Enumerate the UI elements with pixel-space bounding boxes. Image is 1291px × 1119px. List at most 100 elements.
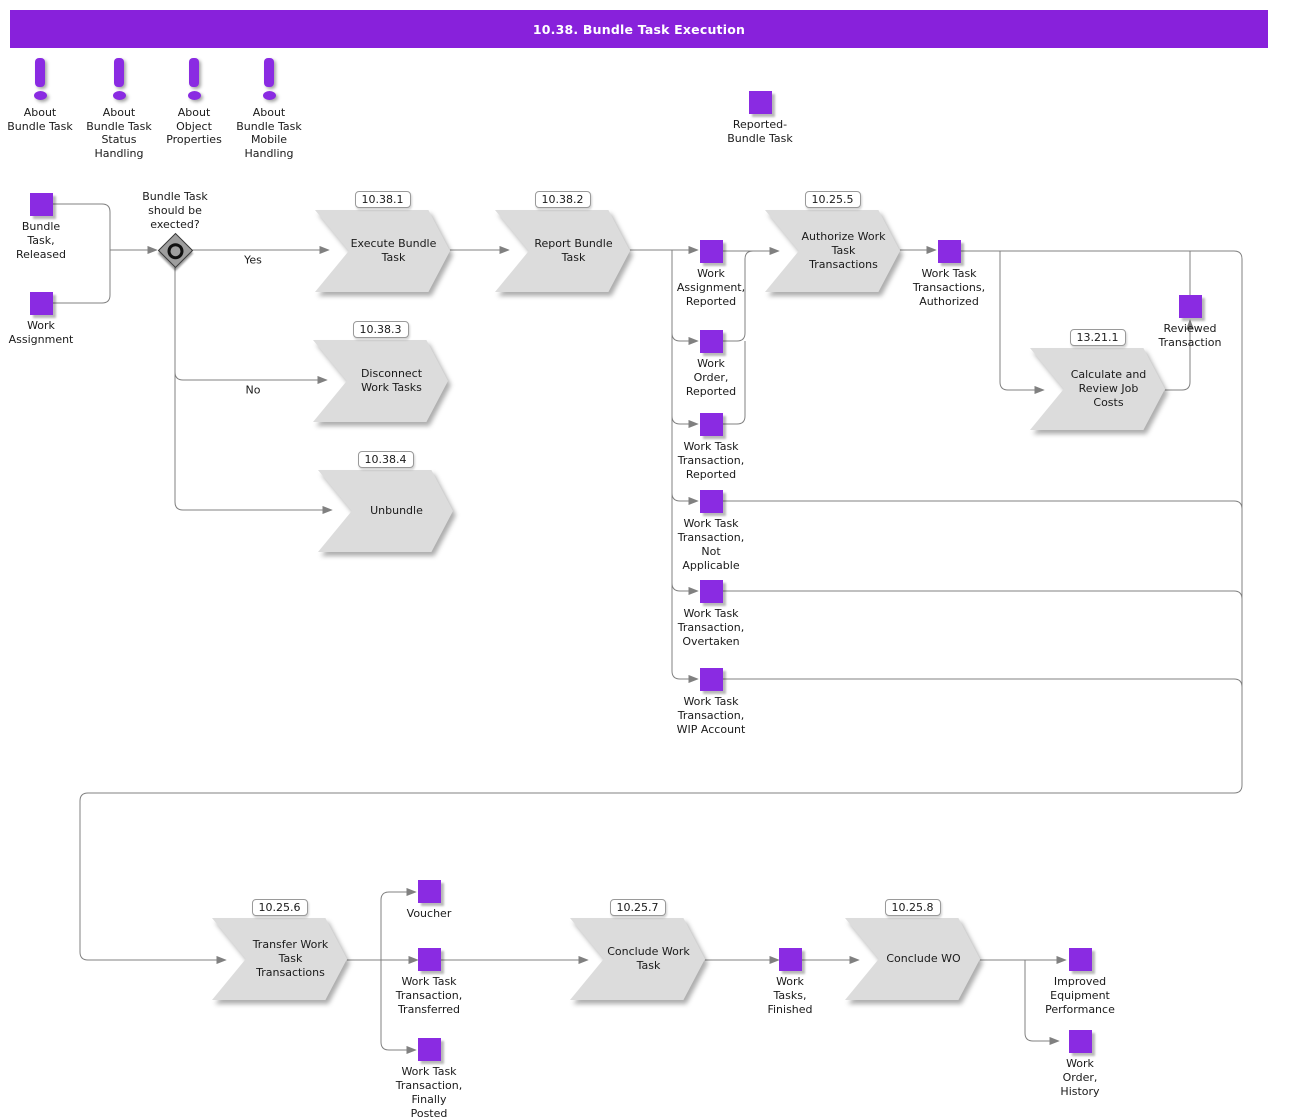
activity-ref-badge[interactable]: 10.25.5 <box>804 191 861 208</box>
event-square-icon <box>699 580 723 603</box>
event-improved-equipment-performance[interactable]: Improved Equipment Performance <box>1020 948 1140 1017</box>
exclamation-icon <box>262 58 276 100</box>
activity-authorize-work-task-transactions[interactable]: 10.25.5 Authorize Work Task Transactions <box>765 191 900 292</box>
about-link-label: About Bundle Task Status Handling <box>86 106 152 160</box>
activity-transfer-work-task-transactions[interactable]: 10.25.6 Transfer Work Task Transactions <box>212 899 347 1000</box>
chevron-shape-icon <box>318 470 453 552</box>
page-title: 10.38. Bundle Task Execution <box>532 21 746 37</box>
activity-conclude-wo[interactable]: 10.25.8 Conclude WO <box>845 899 980 1000</box>
event-work-assignment[interactable]: Work Assignment <box>0 292 101 347</box>
event-label: Work Tasks, Finished <box>767 975 813 1016</box>
activity-ref-badge[interactable]: 10.38.2 <box>534 191 591 208</box>
event-work-task-transaction-finally-posted[interactable]: Work Task Transaction, Finally Posted <box>369 1038 489 1119</box>
event-label: Reported- Bundle Task <box>727 118 793 145</box>
chevron-shape-icon <box>1030 348 1165 430</box>
about-link-bundle-task-status-handling[interactable]: About Bundle Task Status Handling <box>64 58 174 160</box>
decision-question-label: Bundle Task should be exected? <box>142 190 208 231</box>
activity-label: Conclude WO <box>886 952 961 965</box>
event-bundle-task-released[interactable]: Bundle Task, Released <box>0 193 101 262</box>
activity-label: Calculate and Review Job Costs <box>1070 368 1147 409</box>
activity-ref-badge[interactable]: 10.38.3 <box>352 321 409 338</box>
event-work-task-transaction-overtaken[interactable]: Work Task Transaction, Overtaken <box>651 580 771 649</box>
event-square-icon <box>937 240 961 263</box>
event-reported-bundle-task[interactable]: Reported- Bundle Task <box>700 91 820 146</box>
event-label: Work Task Transaction, Not Applicable <box>677 517 745 572</box>
chevron-shape-icon <box>315 210 450 292</box>
event-square-icon <box>417 880 441 903</box>
activity-conclude-work-task[interactable]: 10.25.7 Conclude Work Task <box>570 899 705 1000</box>
event-work-task-transaction-wip-account[interactable]: Work Task Transaction, WIP Account <box>651 668 771 737</box>
event-label: Work Task Transaction, Reported <box>677 440 745 481</box>
event-work-order-history[interactable]: Work Order, History <box>1020 1030 1140 1099</box>
event-work-task-transactions-authorized[interactable]: Work Task Transactions, Authorized <box>889 240 1009 309</box>
event-square-icon <box>1068 1030 1092 1053</box>
event-square-icon <box>29 292 53 315</box>
event-label: Work Task Transaction, Finally Posted <box>395 1065 463 1119</box>
activity-ref-badge[interactable]: 10.38.4 <box>357 451 414 468</box>
exclamation-icon <box>112 58 126 100</box>
event-work-assignment-reported[interactable]: Work Assignment, Reported <box>651 240 771 309</box>
event-label: Work Order, History <box>1060 1057 1100 1098</box>
branch-label-yes: Yes <box>244 253 262 267</box>
diagram-title-bar: 10.38. Bundle Task Execution <box>10 10 1268 48</box>
about-link-object-properties[interactable]: About Object Properties <box>139 58 249 147</box>
event-square-icon <box>699 490 723 513</box>
event-work-order-reported[interactable]: Work Order, Reported <box>651 330 771 399</box>
event-work-task-transaction-reported[interactable]: Work Task Transaction, Reported <box>651 413 771 482</box>
event-square-icon <box>699 330 723 353</box>
about-link-bundle-task[interactable]: About Bundle Task <box>0 58 95 133</box>
activity-ref-badge[interactable]: 10.25.7 <box>609 899 666 916</box>
chevron-shape-icon <box>570 918 705 1000</box>
activity-execute-bundle-task[interactable]: 10.38.1 Execute Bundle Task <box>315 191 450 292</box>
activity-label: Unbundle <box>370 504 423 517</box>
event-square-icon <box>778 948 802 971</box>
event-voucher[interactable]: Voucher <box>369 880 489 921</box>
event-label: Voucher <box>406 907 452 920</box>
about-link-bundle-task-mobile-handling[interactable]: About Bundle Task Mobile Handling <box>214 58 324 160</box>
event-square-icon <box>699 240 723 263</box>
event-square-icon <box>748 91 772 114</box>
branch-label-no: No <box>245 383 261 397</box>
chevron-shape-icon <box>495 210 630 292</box>
event-label: Bundle Task, Released <box>16 220 66 261</box>
event-label: Work Task Transaction, Overtaken <box>677 607 745 648</box>
activity-label: Authorize Work Task Transactions <box>801 230 886 271</box>
activity-report-bundle-task[interactable]: 10.38.2 Report Bundle Task <box>495 191 630 292</box>
activity-calculate-and-review-job-costs[interactable]: 13.21.1 Calculate and Review Job Costs <box>1030 329 1165 430</box>
chevron-shape-icon <box>212 918 347 1000</box>
chevron-shape-icon <box>765 210 900 292</box>
about-link-label: About Bundle Task Mobile Handling <box>236 106 302 160</box>
event-work-tasks-finished[interactable]: Work Tasks, Finished <box>730 948 850 1017</box>
event-square-icon <box>417 948 441 971</box>
activity-label: Conclude Work Task <box>607 945 690 972</box>
event-square-icon <box>1178 295 1202 318</box>
activity-label: Transfer Work Task Transactions <box>252 938 329 979</box>
event-work-task-transaction-not-applicable[interactable]: Work Task Transaction, Not Applicable <box>651 490 771 573</box>
exclamation-icon <box>33 58 47 100</box>
event-label: Work Assignment, Reported <box>676 267 746 308</box>
activity-ref-badge[interactable]: 10.25.8 <box>884 899 941 916</box>
event-label: Improved Equipment Performance <box>1045 975 1115 1016</box>
event-label: Reviewed Transaction <box>1158 322 1222 349</box>
decision-gateway-icon <box>164 239 187 262</box>
activity-unbundle[interactable]: 10.38.4 Unbundle <box>318 451 453 552</box>
event-square-icon <box>699 668 723 691</box>
event-square-icon <box>29 193 53 216</box>
about-link-label: About Object Properties <box>166 106 222 146</box>
event-work-task-transaction-transferred[interactable]: Work Task Transaction, Transferred <box>369 948 489 1017</box>
activity-ref-badge[interactable]: 10.25.6 <box>251 899 308 916</box>
activity-disconnect-work-tasks[interactable]: 10.38.3 Disconnect Work Tasks <box>313 321 448 422</box>
chevron-shape-icon <box>845 918 980 1000</box>
activity-label: Report Bundle Task <box>534 237 613 264</box>
event-square-icon <box>1068 948 1092 971</box>
event-reviewed-transaction[interactable]: Reviewed Transaction <box>1130 295 1250 350</box>
event-label: Work Task Transaction, WIP Account <box>676 695 746 736</box>
activity-label: Execute Bundle Task <box>350 237 437 264</box>
activity-ref-badge[interactable]: 10.38.1 <box>354 191 411 208</box>
activity-ref-badge[interactable]: 13.21.1 <box>1069 329 1126 346</box>
event-label: Work Order, Reported <box>685 357 737 398</box>
event-square-icon <box>417 1038 441 1061</box>
exclamation-icon <box>187 58 201 100</box>
